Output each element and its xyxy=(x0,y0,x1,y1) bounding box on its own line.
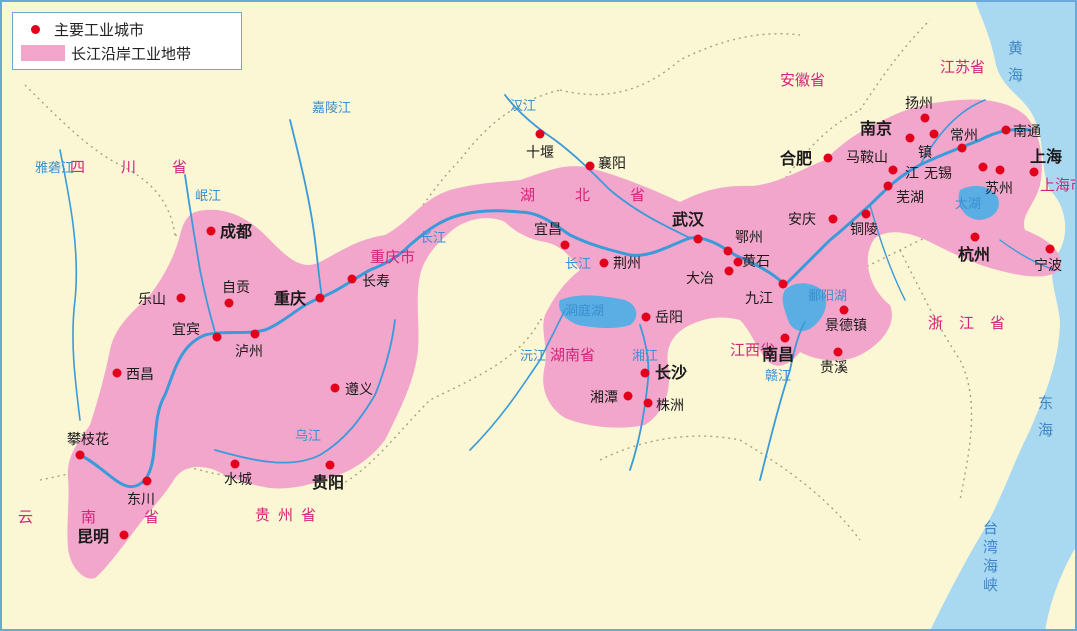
river-label-yuan: 沅江 xyxy=(520,349,546,364)
city-label-zhuzhou: 株洲 xyxy=(656,398,684,414)
sea-label-huanghai: 黄海 xyxy=(1006,40,1024,94)
city-label-shanghai: 上海 xyxy=(1030,147,1062,166)
province-label-sichuan: 四川省 xyxy=(70,158,223,176)
province-label-shanghai: 上海市 xyxy=(1040,176,1077,194)
city-label-ezhou: 鄂州 xyxy=(735,230,763,246)
city-label-yangzhou: 扬州 xyxy=(905,96,933,112)
province-label-zhejiang: 浙江省 xyxy=(928,314,1021,332)
province-label-jiangxi: 江西省 xyxy=(730,341,775,359)
city-label-jiang: 江 xyxy=(905,166,919,182)
legend: 主要工业城市 长江沿岸工业地带 xyxy=(12,12,242,70)
city-label-shiyan: 十堰 xyxy=(526,145,554,161)
city-label-wuhan: 武汉 xyxy=(672,210,705,229)
city-label-yichang: 宜昌 xyxy=(534,222,562,238)
lake-label-tai: 太湖 xyxy=(955,197,981,212)
city-dot-icon xyxy=(31,24,40,34)
city-label-yibin: 宜宾 xyxy=(172,322,200,338)
city-label-guixi: 贵溪 xyxy=(820,360,848,376)
city-label-kunming: 昆明 xyxy=(77,527,109,546)
river-label-yalong: 雅砻江 xyxy=(35,161,74,176)
city-label-daye: 大冶 xyxy=(686,271,714,287)
city-label-chengdu: 成都 xyxy=(220,222,252,241)
island xyxy=(1045,545,1077,631)
city-label-yueyang: 岳阳 xyxy=(655,310,683,326)
province-label-chongqing: 重庆市 xyxy=(370,248,415,266)
city-label-luzhou: 泸州 xyxy=(235,344,263,360)
river-label-xiang: 湘江 xyxy=(632,349,658,364)
city-label-xiangtan: 湘潭 xyxy=(590,389,618,406)
city-label-tongling: 铜陵 xyxy=(850,222,878,238)
river-label-han: 汉江 xyxy=(510,99,536,114)
rivers xyxy=(59,94,1056,489)
city-label-hefei: 合肥 xyxy=(780,149,812,168)
river-label-jialing: 嘉陵江 xyxy=(312,101,351,116)
city-label-nanjing: 南京 xyxy=(860,119,892,138)
city-label-suzhou: 苏州 xyxy=(985,181,1013,197)
province-label-hunan: 湖南省 xyxy=(550,346,595,364)
city-label-xichang: 西昌 xyxy=(126,367,154,383)
province-label-yunnan: 云南省 xyxy=(18,508,207,526)
river-label-min: 岷江 xyxy=(195,189,221,204)
lake-label-dongting: 洞庭湖 xyxy=(565,303,604,319)
industrial-belt-area xyxy=(67,99,1061,579)
city-label-ningbo: 宁波 xyxy=(1034,257,1062,274)
city-label-panzhihua: 攀枝花 xyxy=(67,432,109,448)
river-label-gan: 赣江 xyxy=(765,369,791,384)
city-label-jiujiang: 九江 xyxy=(745,291,773,307)
poyang-lake xyxy=(782,283,827,332)
legend-row-belt: 长江沿岸工业地带 xyxy=(21,41,233,65)
tai-lake xyxy=(958,185,999,220)
city-label-anqing: 安庆 xyxy=(788,212,816,228)
legend-city-label: 主要工业城市 xyxy=(54,20,145,39)
river-label-yangtze-mid: 长江 xyxy=(565,257,591,272)
city-labels: 成都 乐山 自贡 宜宾 泸州 重庆 长寿 西昌 遵义 攀枝花 东川 水城 贵阳 … xyxy=(67,96,1062,546)
city-label-wuhu: 芜湖 xyxy=(896,189,924,206)
river-label-wu: 乌江 xyxy=(295,428,321,444)
sea-label-taiwan-strait: 台湾海峡 xyxy=(981,520,999,596)
legend-row-city: 主要工业城市 xyxy=(21,17,233,41)
province-label-hubei: 湖北省 xyxy=(520,186,685,204)
city-label-guiyang: 贵阳 xyxy=(312,473,344,492)
lake-label-poyang: 鄱阳湖 xyxy=(808,289,847,304)
river-label-yangtze-upper: 长江 xyxy=(420,231,446,246)
dongting-lake xyxy=(559,295,637,329)
sea-area xyxy=(930,0,1077,631)
city-label-dongchuan: 东川 xyxy=(127,492,155,508)
province-label-guizhou: 贵州省 xyxy=(255,506,324,524)
city-label-chongqing: 重庆 xyxy=(274,289,306,308)
city-label-jingzhou: 荆州 xyxy=(613,256,641,272)
city-label-zhenjiang: 镇 xyxy=(918,145,932,161)
city-markers xyxy=(75,113,1055,540)
sea-label-donghai: 东海 xyxy=(1036,395,1054,449)
city-label-xiangyang: 襄阳 xyxy=(598,156,626,172)
city-label-shuicheng: 水城 xyxy=(224,472,252,488)
city-label-nantong: 南通 xyxy=(1013,124,1041,140)
city-label-changzhou: 常州 xyxy=(950,128,978,144)
province-label-anhui: 安徽省 xyxy=(780,71,825,89)
city-label-zigong: 自贡 xyxy=(222,280,250,296)
province-labels: 四川省 云南省 贵州省 重庆市 湖北省 湖南省 江西省 安徽省 江苏省 浙江省 … xyxy=(18,58,1077,526)
water-labels: 雅砻江 岷江 嘉陵江 汉江 长江 长江 乌江 沅江 湘江 赣江 洞庭湖 鄱阳湖 … xyxy=(35,40,1054,596)
city-label-leshan: 乐山 xyxy=(138,292,166,308)
city-label-wuxi: 无锡 xyxy=(924,166,952,182)
city-label-nanchang: 南昌 xyxy=(762,345,794,364)
city-label-zunyi: 遵义 xyxy=(345,381,373,398)
city-label-huangshi: 黄石 xyxy=(742,253,770,270)
province-label-jiangsu: 江苏省 xyxy=(940,58,985,76)
city-label-jingdezhen: 景德镇 xyxy=(825,318,867,334)
city-label-maanshan: 马鞍山 xyxy=(846,150,888,166)
city-label-hangzhou: 杭州 xyxy=(958,245,990,264)
legend-belt-label: 长江沿岸工业地带 xyxy=(71,44,192,63)
belt-swatch-icon xyxy=(21,45,65,61)
city-label-changsha: 长沙 xyxy=(655,363,687,382)
city-label-changshou: 长寿 xyxy=(362,273,390,290)
